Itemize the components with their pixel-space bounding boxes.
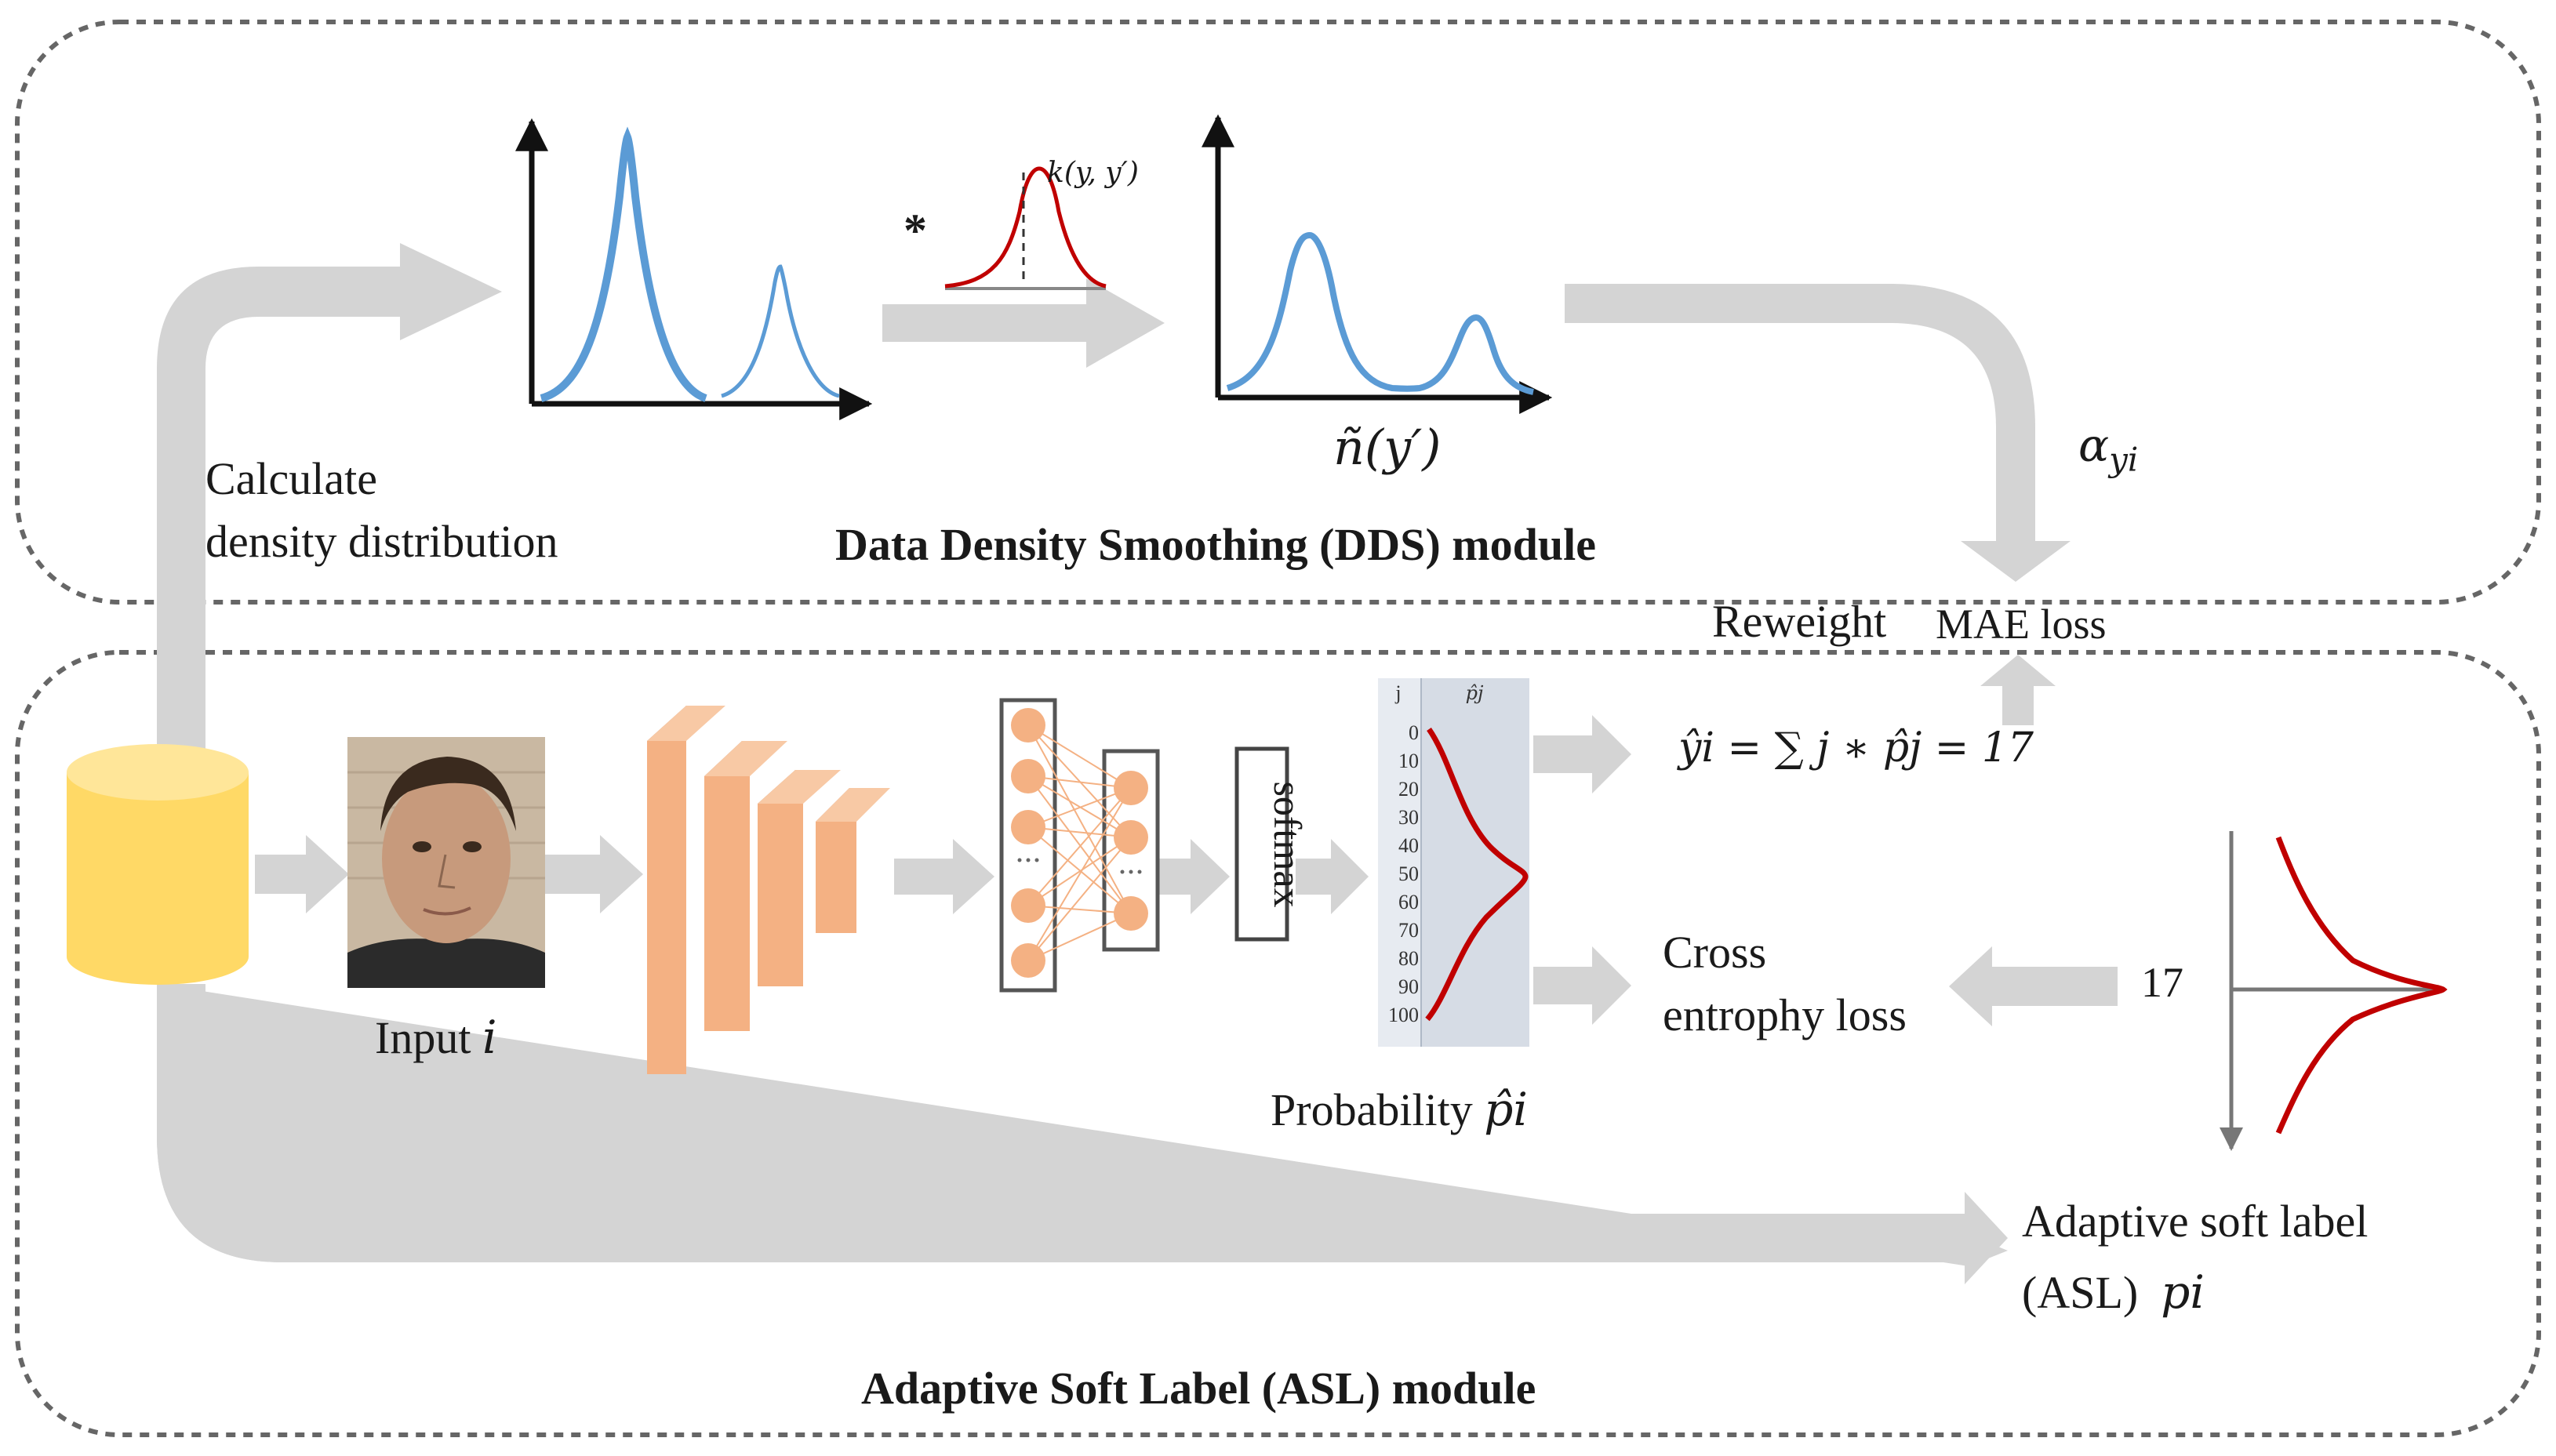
asl-module-title: Adaptive Soft Label (ASL) module [861,1363,1536,1414]
arrow-yhat-to-mae [1980,655,2056,725]
prob-tick: 40 [1398,834,1419,857]
dds-module-box [15,20,2541,605]
fc-node [1011,810,1045,844]
arrow-cnn-to-fc [894,839,994,914]
convolution-symbol: * [904,205,927,256]
cnn-backbone [647,706,890,1074]
raw-density-curve-major [540,126,707,402]
input-label: Input i [375,1011,497,1064]
fc-node [1011,888,1045,923]
fc-node [1011,708,1045,743]
kernel-curve [944,166,1107,289]
arrow-db-to-density [157,243,502,753]
smoothed-density-plot [1202,114,1553,414]
reweight-label: Reweight [1712,596,1887,647]
conv-block-1 [647,706,725,1074]
prob-col-p: p̂j [1466,682,1484,704]
prob-tick: 0 [1409,721,1419,744]
smoothed-density-label: ñ(y′) [1333,419,1442,476]
fc-node [1114,896,1148,931]
fc-node [1011,943,1045,978]
cross-entropy-label-2: entrophy loss [1663,989,1907,1040]
alpha-weight-label: αyi [2078,419,2139,479]
kernel-plot [944,166,1107,290]
arrow-softmax-to-prob [1296,839,1369,914]
raw-density-plot [515,118,873,420]
prob-tick: 60 [1398,891,1419,913]
fc-layers [999,698,1160,993]
prob-tick: 20 [1398,778,1419,801]
conv-block-2 [704,741,787,1031]
prob-tick: 70 [1398,919,1419,942]
arrow-db-to-asl-body [157,984,2008,1284]
raw-density-curve-minor [721,264,840,398]
calc-density-label-1: Calculate [205,453,378,504]
probability-curve [1425,727,1529,1022]
arrow-convolution [882,278,1165,368]
fc-node [1011,759,1045,793]
arrow-db-to-input [255,835,349,913]
arrow-prob-to-yhat [1533,715,1631,793]
fc-node [1114,820,1148,855]
prob-tick: 50 [1398,862,1419,885]
arrow-prob-to-ce [1533,946,1631,1025]
asl-label-2: (ASL) pi [2022,1265,2205,1319]
asl-gaussian-curve [2275,836,2448,1135]
calc-density-label-2: density distribution [205,516,558,567]
arrow-target-to-ce [1949,946,2118,1026]
arrow-fc-to-softmax [1159,839,1230,914]
conv-block-4 [816,788,890,933]
probability-panel: j p̂j [1378,678,1529,1047]
yhat-formula: ŷi = ∑ j ∗ p̂j = 17 [1678,724,2034,772]
probability-ticks: 0 10 20 30 40 50 60 70 80 90 100 [1378,721,1419,1026]
arrow-input-to-cnn [545,835,643,913]
arrow-smoothed-to-reweight [1565,284,2071,582]
input-face-image [347,737,545,988]
asl-module-box [15,650,2541,1437]
conv-block-3 [758,770,841,986]
cross-entropy-label-1: Cross [1663,927,1767,978]
smoothed-density-curve [1226,231,1534,395]
softmax-box [1234,746,1289,942]
prob-col-j: j [1394,681,1401,704]
prob-tick: 10 [1398,750,1419,772]
prob-tick: 80 [1398,947,1419,970]
asl-gaussian-plot [2220,831,2448,1151]
kernel-label: k(y, y′) [1047,157,1139,189]
asl-label-1: Adaptive soft label [2022,1196,2369,1247]
arrow-db-to-asl [157,984,2008,1266]
database-cylinder [67,744,249,985]
softmax-label: softmax [1266,781,1310,907]
prob-tick: 90 [1398,975,1419,998]
dds-module-title: Data Density Smoothing (DDS) module [835,519,1596,570]
fc-node [1114,771,1148,805]
prob-tick: 100 [1388,1004,1419,1026]
prob-tick: 30 [1398,806,1419,829]
probability-label: Probability p̂i [1271,1083,1528,1136]
mae-loss-label: MAE loss [1936,601,2107,648]
target-value-label: 17 [2141,959,2183,1006]
